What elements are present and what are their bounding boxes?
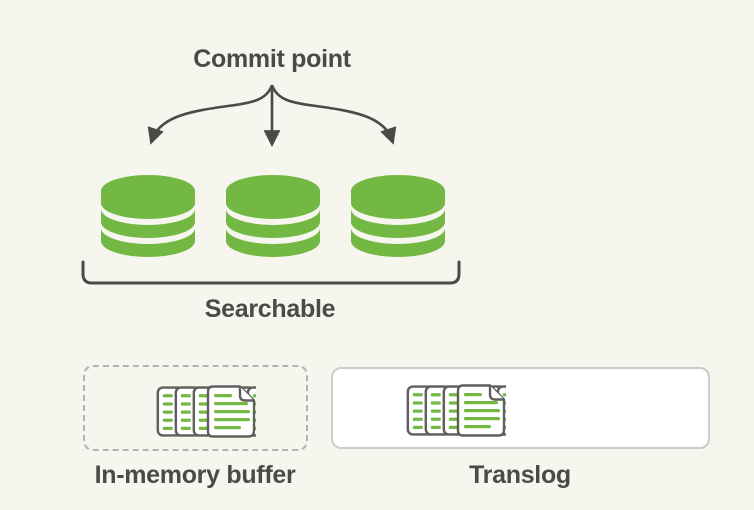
database-cylinder-icon — [351, 175, 445, 260]
database-cylinder-icon — [226, 175, 320, 260]
translog-box — [331, 367, 710, 449]
fanout-arrows-icon — [147, 84, 397, 148]
document-stack-icon — [100, 385, 256, 438]
database-cylinder-icon — [101, 175, 195, 260]
commit-point-label: Commit point — [193, 45, 351, 73]
group-bracket-icon — [81, 260, 461, 285]
in-memory-buffer-label: In-memory buffer — [94, 461, 296, 489]
segments-row — [101, 175, 445, 260]
translog-label: Translog — [469, 461, 571, 489]
document-stack-icon — [350, 384, 506, 437]
in-memory-buffer-box — [83, 365, 308, 451]
searchable-label: Searchable — [204, 295, 336, 323]
